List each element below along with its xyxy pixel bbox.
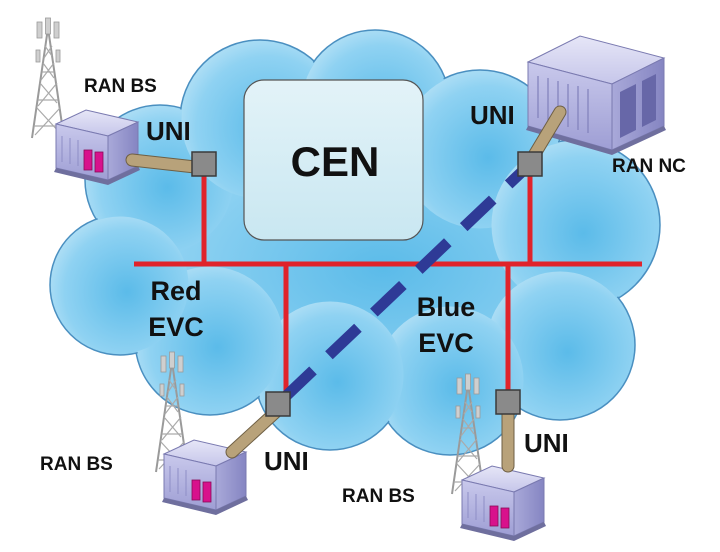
- red-evc-label-line2: EVC: [148, 312, 204, 342]
- access-links: [125, 105, 567, 473]
- ran-bs-label-top-left: RAN BS: [84, 76, 157, 97]
- uni-boxes: [191, 151, 543, 417]
- red-evc: [134, 176, 642, 396]
- blue-evc-label-line1: Blue: [417, 292, 476, 322]
- uni-box-bottom-right: [495, 389, 521, 415]
- blue-evc-label-line2: EVC: [418, 328, 474, 358]
- uni-label-top-left: UNI: [146, 116, 191, 146]
- radio-tower-icon: [31, 17, 65, 139]
- cen-box: [243, 79, 424, 241]
- red-evc-label-line1: Red: [150, 276, 201, 306]
- base-station-icon: [53, 109, 141, 186]
- base-station-icon: [459, 465, 547, 542]
- uni-box-top-right: [517, 151, 543, 177]
- cen-label: CEN: [291, 138, 380, 185]
- ran-bs-label-bottom-right: RAN BS: [342, 486, 415, 507]
- uni-box-bottom-left: [265, 391, 291, 417]
- uni-box-top-left: [191, 151, 217, 177]
- ran-bs-top-left: [31, 17, 141, 186]
- uni-label-bottom-right: UNI: [524, 428, 569, 458]
- ran-bs-label-bottom-left: RAN BS: [40, 454, 113, 475]
- uni-label-bottom-left: UNI: [264, 446, 309, 476]
- uni-label-top-right: UNI: [470, 100, 515, 130]
- ran-nc-label: RAN NC: [612, 156, 686, 177]
- blue-evc: [280, 162, 532, 402]
